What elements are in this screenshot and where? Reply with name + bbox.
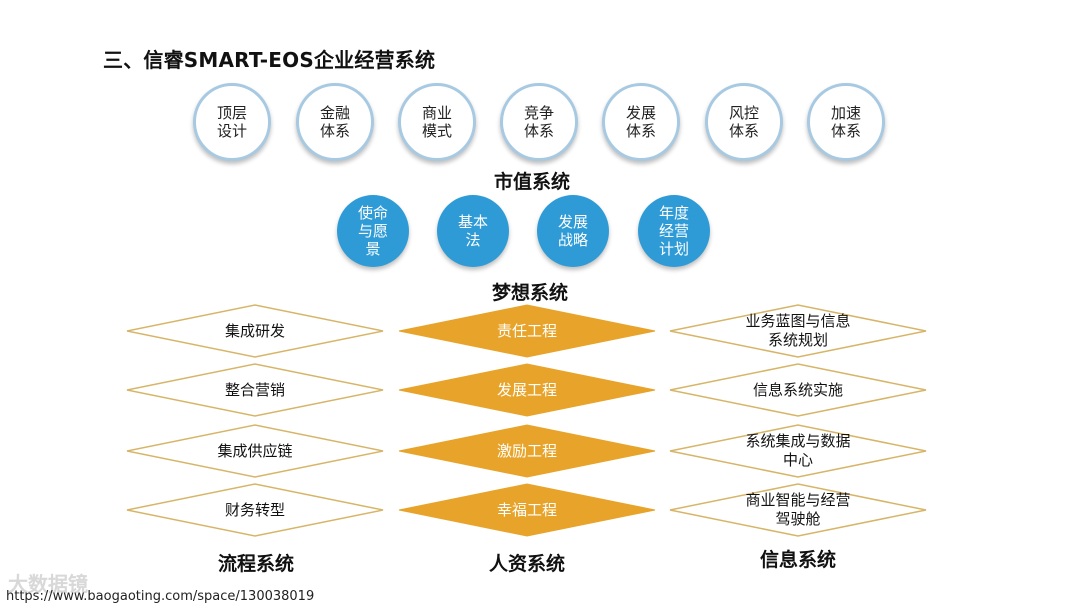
- diamond-label: 信息系统实施: [752, 380, 843, 399]
- circle-competition-system: 竞争 体系: [500, 83, 578, 161]
- page-title: 三、信睿SMART-EOS企业经营系统: [103, 48, 436, 72]
- diamond-label: 激励工程: [496, 441, 557, 460]
- diamond-incentive-project: 激励工程: [397, 423, 657, 479]
- diamond-info-implementation: 信息系统实施: [668, 362, 928, 418]
- diamond-integrated-rd: 集成研发: [125, 303, 385, 359]
- diamond-label: 集成供应链: [217, 441, 293, 460]
- diamond-supply-chain: 集成供应链: [125, 423, 385, 479]
- market-value-system-label: 市值系统: [493, 171, 571, 193]
- circle-business-model: 商业 模式: [398, 83, 476, 161]
- circle-annual-plan: 年度 经营 计划: [638, 195, 710, 267]
- circle-development-system: 发展 体系: [602, 83, 680, 161]
- info-system-label: 信息系统: [759, 549, 837, 571]
- diamond-business-intelligence: 商业智能与经营 驾驶舱: [668, 482, 928, 538]
- circle-risk-control-system: 风控 体系: [705, 83, 783, 161]
- diamond-label: 幸福工程: [496, 500, 557, 519]
- diamond-label: 业务蓝图与信息 系统规划: [745, 312, 851, 349]
- diamond-happiness-project: 幸福工程: [397, 482, 657, 538]
- circle-basic-law: 基本 法: [437, 195, 509, 267]
- diamond-label: 发展工程: [496, 380, 557, 399]
- diamond-responsibility-project: 责任工程: [397, 303, 657, 359]
- source-url[interactable]: https://www.baogaoting.com/space/1300380…: [6, 589, 315, 604]
- process-system-label: 流程系统: [217, 553, 295, 575]
- diamond-integrated-marketing: 整合营销: [125, 362, 385, 418]
- diamond-label: 责任工程: [496, 321, 557, 340]
- diamond-finance-transformation: 财务转型: [125, 482, 385, 538]
- diamond-business-blueprint: 业务蓝图与信息 系统规划: [668, 303, 928, 359]
- diamond-label: 整合营销: [224, 380, 285, 399]
- circle-finance-system: 金融 体系: [296, 83, 374, 161]
- watermark: 大数据镜: [8, 572, 88, 596]
- diamond-label: 商业智能与经营 驾驶舱: [745, 491, 851, 528]
- circle-top-design: 顶层 设计: [193, 83, 271, 161]
- diamond-label: 财务转型: [224, 500, 285, 519]
- dream-system-label: 梦想系统: [491, 282, 569, 304]
- hr-system-label: 人资系统: [488, 553, 566, 575]
- circle-mission-vision: 使命 与愿 景: [337, 195, 409, 267]
- circle-acceleration-system: 加速 体系: [807, 83, 885, 161]
- circle-development-strategy: 发展 战略: [537, 195, 609, 267]
- diamond-data-center: 系统集成与数据 中心: [668, 423, 928, 479]
- diamond-label: 集成研发: [224, 321, 285, 340]
- diamond-label: 系统集成与数据 中心: [745, 432, 851, 469]
- diamond-development-project: 发展工程: [397, 362, 657, 418]
